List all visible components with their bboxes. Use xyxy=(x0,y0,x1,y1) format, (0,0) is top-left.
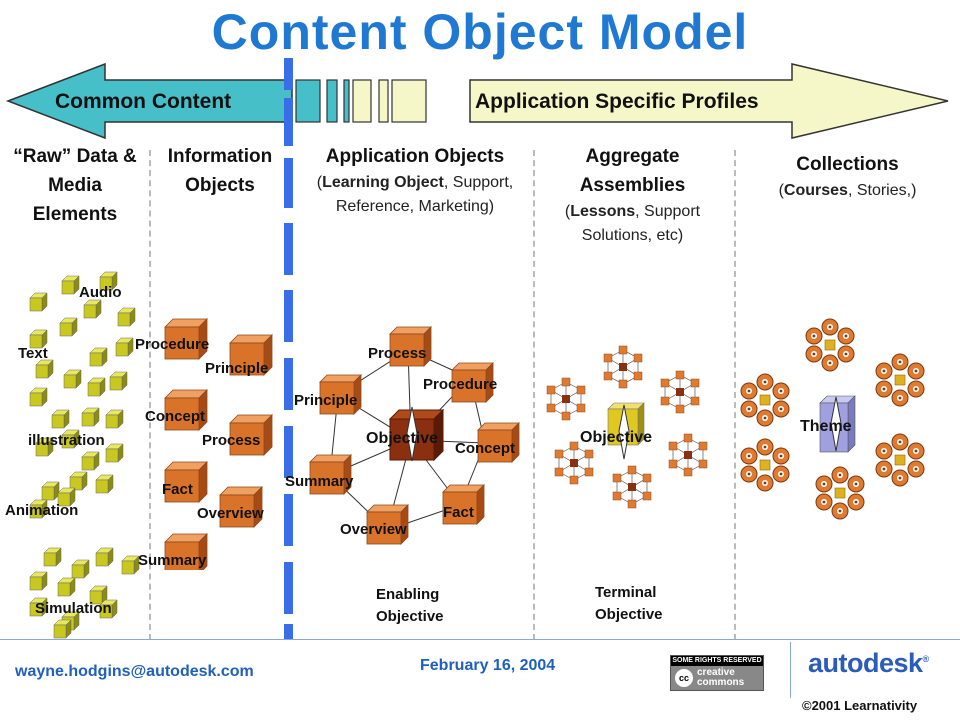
footer-rule xyxy=(0,639,960,640)
copyright: ©2001 Learnativity xyxy=(802,698,918,713)
raw-media-cube xyxy=(95,547,114,567)
app-subheading: (Learning Object, Support, Reference, Ma… xyxy=(316,174,514,215)
app-label-procedure: Procedure xyxy=(423,376,498,393)
raw-media-cube xyxy=(59,317,78,337)
content-spectrum-arrow xyxy=(5,62,949,140)
app-heading-block: Application Objects (Learning Object, Su… xyxy=(305,142,525,219)
info-heading: Information Objects xyxy=(167,146,273,196)
app-label-overview: Overview xyxy=(340,521,407,538)
raw-media-cube xyxy=(61,275,80,295)
agg-heading: Aggregate Assemblies xyxy=(579,146,686,196)
info-label-concept: Concept xyxy=(145,408,205,425)
separator-2 xyxy=(533,150,535,640)
info-label-fact: Fact xyxy=(162,481,193,498)
raw-media-cube xyxy=(29,292,48,312)
raw-media-cube xyxy=(105,409,124,429)
application-profiles-label: Application Specific Profiles xyxy=(475,90,759,113)
agg-label-objective: Objective xyxy=(580,429,653,446)
raw-media-cube xyxy=(81,451,100,471)
raw-media-cube xyxy=(69,471,88,491)
raw-media-cube xyxy=(87,377,106,397)
app-label-principle: Principle xyxy=(294,392,358,409)
raw-media-cube xyxy=(95,474,114,494)
common-content-label: Common Content xyxy=(55,90,232,113)
raw-label-audio: Audio xyxy=(79,284,122,301)
raw-media-cube xyxy=(109,371,128,391)
raw-media-cube xyxy=(81,407,100,427)
cc-name: creative commons xyxy=(697,667,745,688)
app-label-process: Process xyxy=(368,345,427,362)
raw-label-text: Text xyxy=(18,345,48,362)
raw-media-cube xyxy=(83,299,102,319)
info-label-procedure: Procedure xyxy=(135,336,210,353)
separator-3 xyxy=(734,150,736,640)
raw-label-illustration: illustration xyxy=(28,432,105,449)
raw-media-cube xyxy=(121,555,140,575)
app-label-objective: Objective xyxy=(366,430,439,447)
raw-media-cube xyxy=(89,347,108,367)
autodesk-logo[interactable]: autodesk® xyxy=(808,648,929,678)
agg-subheading: (Lessons, Support Solutions, etc) xyxy=(564,203,701,244)
info-label-principle: Principle xyxy=(205,360,269,377)
footer-date: February 16, 2004 xyxy=(420,657,556,674)
agg-heading-block: Aggregate Assemblies (Lessons, Support S… xyxy=(545,142,720,248)
footer xyxy=(0,640,960,720)
coll-heading: Collections xyxy=(796,154,899,175)
coll-heading-block: Collections (Courses, Stories,) xyxy=(745,150,950,203)
autodesk-logo-area xyxy=(790,642,960,698)
info-label-process: Process xyxy=(202,432,261,449)
collection-clusters xyxy=(735,315,950,535)
raw-heading: “Raw” Data & Media Elements xyxy=(13,146,137,225)
footer-email[interactable]: wayne.hodgins@autodesk.com xyxy=(15,663,254,680)
common-content-boundary xyxy=(284,58,293,640)
raw-media-cube xyxy=(53,619,72,639)
raw-media-cube xyxy=(29,571,48,591)
app-label-fact: Fact xyxy=(443,504,474,521)
raw-media-cube xyxy=(29,387,48,407)
coll-subheading: (Courses, Stories,) xyxy=(778,182,917,199)
cc-some-rights: SOME RIGHTS RESERVED xyxy=(671,656,763,666)
app-label-concept: Concept xyxy=(455,440,515,457)
cc-logo-icon: cc xyxy=(675,669,693,687)
raw-media-cube xyxy=(71,559,90,579)
application-object-network xyxy=(309,326,520,545)
raw-media-cube xyxy=(51,409,70,429)
raw-label-animation: Animation xyxy=(5,502,79,519)
raw-media-cube xyxy=(63,369,82,389)
raw-media-cube xyxy=(41,481,60,501)
app-label-summary: Summary xyxy=(285,473,354,490)
raw-media-cubes xyxy=(29,271,140,639)
separator-1 xyxy=(149,150,151,640)
aggregate-assembly-clusters xyxy=(546,345,708,509)
page-title: Content Object Model xyxy=(211,4,749,60)
info-label-overview: Overview xyxy=(197,505,264,522)
enabling-objective-label: Enabling Objective xyxy=(376,586,444,625)
info-label-summary: Summary xyxy=(138,552,207,569)
raw-media-cube xyxy=(115,337,134,357)
raw-media-cube xyxy=(105,443,124,463)
coll-label-theme: Theme xyxy=(800,418,852,435)
terminal-objective-label: Terminal Objective xyxy=(595,584,663,623)
raw-media-cube xyxy=(117,307,136,327)
raw-media-cube xyxy=(57,577,76,597)
creative-commons-badge[interactable]: SOME RIGHTS RESERVED cc creative commons xyxy=(670,655,764,691)
raw-label-simulation: Simulation xyxy=(35,600,112,617)
app-heading: Application Objects xyxy=(325,146,505,167)
raw-media-cube xyxy=(43,547,62,567)
